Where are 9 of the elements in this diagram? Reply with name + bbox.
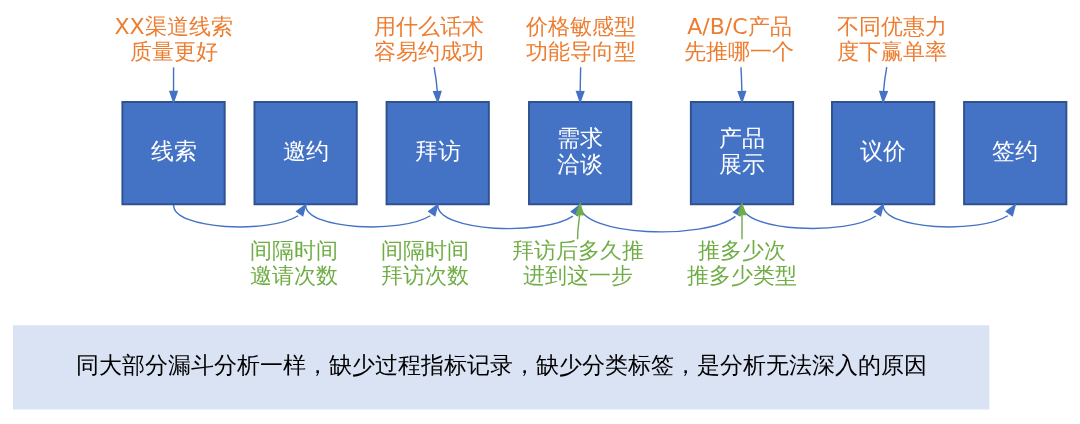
node-text: A/B/C产品先推哪一个 — [684, 14, 795, 64]
node-text: 用什么话术容易约成功 — [373, 14, 484, 64]
node-text: 不同优惠力度下赢单率 — [837, 14, 948, 64]
node-text: XX渠道线索质量更好 — [114, 14, 233, 64]
node-text: 价格敏感型 功能导向型 — [526, 14, 637, 64]
node-text: 拜访后多久推进到这一步 — [511, 238, 644, 288]
label: 间隔时间邀请次数 — [249, 238, 338, 288]
node-text: 推多少次 推多少类型 — [687, 238, 797, 288]
label: 间隔时间拜访次数 — [380, 238, 469, 288]
